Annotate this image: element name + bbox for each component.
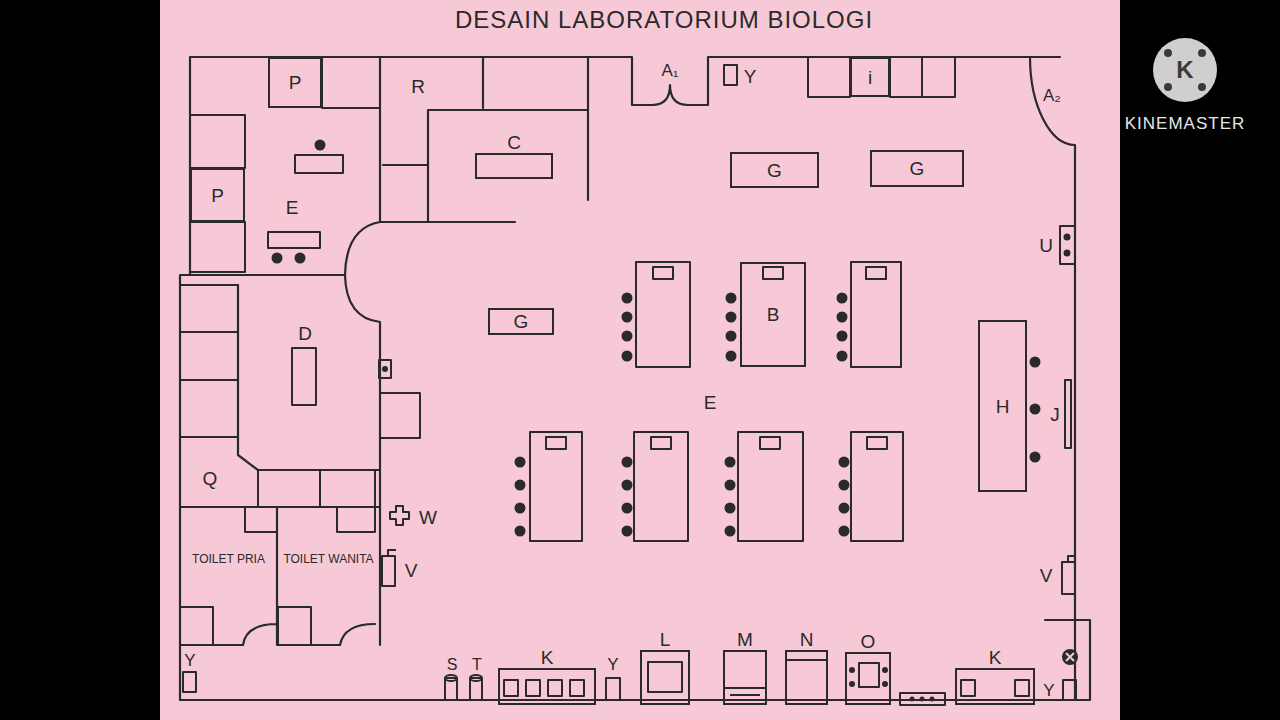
furniture [180, 57, 1076, 705]
item-label: S [447, 657, 458, 673]
toilet-room: TOILET PRIA [180, 507, 277, 645]
box-label: K [989, 648, 1002, 667]
item-label: T [472, 657, 482, 673]
logo-letter: K [1176, 58, 1193, 82]
door-label: A₁ [661, 62, 678, 79]
box-label: N [800, 630, 814, 649]
watermark: KINEMASTER [1125, 115, 1246, 132]
bin-label: Y [1043, 682, 1054, 699]
box-label: M [737, 630, 753, 649]
toilet-room: TOILET WANITA [277, 507, 380, 645]
table: G [730, 152, 819, 188]
bin-label: Y [607, 656, 618, 673]
box-label: O [861, 632, 876, 651]
appliance: M [723, 650, 767, 705]
room-label: E [704, 393, 717, 412]
room-label: Q [203, 469, 218, 488]
box-label: P [289, 73, 302, 92]
stop-cross [1066, 653, 1074, 661]
plan-title: DESAIN LABORATORIUM BIOLOGI [455, 8, 873, 32]
table: G [870, 150, 964, 187]
box-label: H [996, 397, 1010, 416]
room-label: R [411, 77, 425, 96]
box-label: L [660, 630, 671, 649]
socket-label: U [1039, 236, 1053, 255]
bin-label: Y [744, 67, 757, 86]
first-aid-label: W [419, 508, 437, 527]
cabinet: K [498, 668, 596, 705]
door-label: A₂ [1043, 87, 1061, 104]
box-label: B [767, 305, 780, 324]
box-label: G [514, 312, 529, 331]
box-label: TOILET WANITA [283, 553, 373, 565]
extinguisher-label: V [405, 561, 418, 580]
box-label: P [211, 186, 224, 205]
extinguisher-label: V [1040, 566, 1053, 585]
item-label: J [1050, 405, 1060, 424]
cabinet: i [850, 57, 890, 97]
logo-holes [1164, 49, 1206, 91]
box-label: C [507, 133, 521, 152]
paper-sheet [160, 0, 1120, 720]
lab-bench: H [978, 320, 1027, 492]
cabinet: P [190, 168, 245, 222]
box-label: TOILET PRIA [192, 553, 265, 565]
logo-disc [1153, 38, 1217, 102]
box-label: G [767, 161, 782, 180]
room-label: D [298, 324, 312, 343]
stop-button [1062, 649, 1078, 665]
table: C [475, 153, 553, 179]
box-label: G [910, 159, 925, 178]
appliance: O [845, 652, 891, 705]
bin-label: Y [184, 652, 195, 669]
cabinet: K [955, 668, 1035, 705]
appliance: N [785, 650, 828, 705]
box-label: K [541, 648, 554, 667]
room-label: E [286, 198, 299, 217]
stools-and-dots [272, 140, 1071, 702]
cabinet: P [268, 57, 322, 108]
lab-bench: B [740, 262, 806, 367]
table: G [488, 308, 554, 335]
appliance: L [640, 650, 690, 705]
box-label: i [868, 68, 872, 87]
